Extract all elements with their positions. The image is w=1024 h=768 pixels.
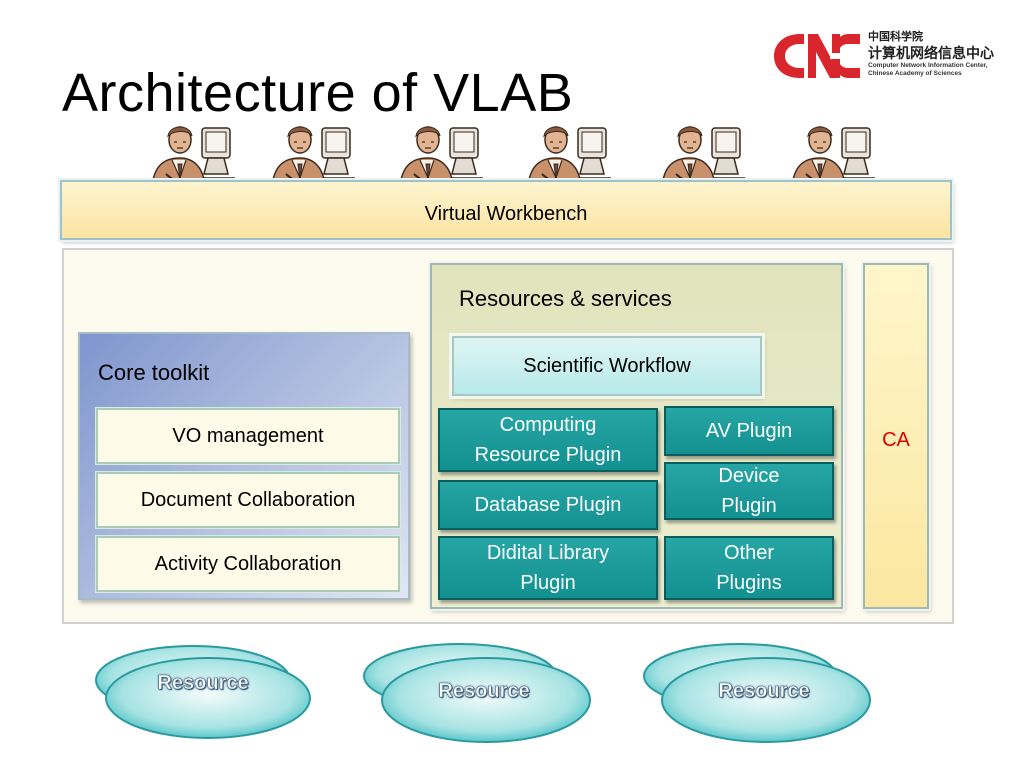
plugin-label-line2: Resource Plugin (474, 444, 622, 466)
plugin-label-line1: Didital Library (486, 542, 610, 564)
resources-services-label: Resources & services (459, 286, 672, 311)
plugin-av: AV Plugin (664, 406, 834, 456)
plugin-label-line2: Plugin (520, 572, 576, 594)
plugin-label-line1: Device (718, 465, 780, 487)
resource-label: Resource (718, 680, 810, 703)
resource-disk-icon (363, 643, 591, 743)
logo-cn-name: 计算机网络信息中心 (868, 45, 994, 61)
resource-stack-1: Resource (88, 640, 328, 760)
logo-en-line1: Computer Network Information Center, (868, 62, 988, 69)
resource-label: Resource (438, 680, 530, 703)
plugin-label-line2: Plugin (721, 495, 777, 517)
core-item-activity-collaboration: Activity Collaboration (96, 536, 400, 592)
ca-box: CA (863, 263, 929, 609)
cnic-logo-icon (774, 34, 860, 78)
slide-title: Architecture of VLAB (62, 63, 574, 123)
logo-cn-small: 中国科学院 (868, 31, 923, 43)
resource-disk-icon (643, 643, 871, 743)
logo-text: 中国科学院 计算机网络信息中心 Computer Network Informa… (868, 30, 1018, 78)
core-item-document-collaboration: Document Collaboration (96, 472, 400, 528)
plugin-label-line1: Computing (499, 414, 597, 436)
resource-disk-icon (95, 645, 311, 739)
core-toolkit-label: Core toolkit (98, 360, 210, 385)
plugin-label-line1: Other (723, 542, 774, 564)
virtual-workbench: Virtual Workbench (60, 180, 952, 240)
scientific-workflow-box: Scientific Workflow (452, 336, 762, 396)
resource-stack-3: Resource (642, 640, 882, 760)
plugin-label-line1: Database Plugin (474, 494, 622, 516)
plugin-database: Database Plugin (438, 480, 658, 530)
plugin-label-line1: AV Plugin (705, 420, 793, 442)
logo-en-line2: Chinese Academy of Sciences (868, 70, 962, 77)
core-item-vo-management: VO management (96, 408, 400, 464)
plugin-label-line2: Plugins (716, 572, 782, 594)
resource-label: Resource (157, 672, 249, 695)
resource-stack-2: Resource (362, 640, 602, 760)
